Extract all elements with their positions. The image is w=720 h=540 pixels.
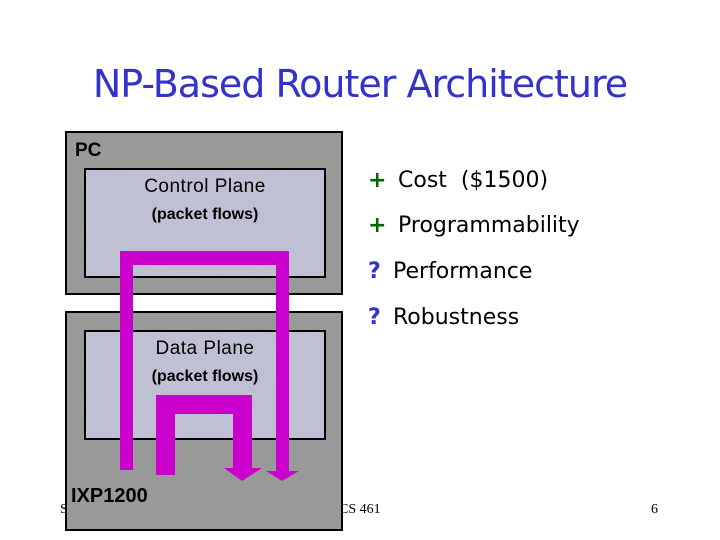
question-icon: ? (368, 305, 381, 330)
bullet-text: Cost ($1500) (398, 168, 549, 193)
bullet-text: Robustness (393, 305, 520, 330)
bullet-programmability: + Programmability (368, 213, 580, 238)
control-plane-title: Control Plane (144, 176, 266, 197)
data-plane-title: Data Plane (155, 338, 255, 359)
footer-left: S (60, 502, 68, 517)
slide-title: NP-Based Router Architecture (92, 62, 628, 106)
control-plane-subtitle: (packet flows) (151, 206, 259, 223)
bullet-cost: + Cost ($1500) (368, 168, 548, 193)
bullet-performance: ? Performance (368, 259, 532, 284)
plus-icon: + (368, 213, 387, 238)
data-plane-flow-arrow (156, 395, 262, 481)
question-icon: ? (368, 259, 381, 284)
bullet-text: Programmability (398, 213, 580, 238)
pc-label: PC (75, 140, 102, 161)
bullet-robustness: ? Robustness (368, 305, 519, 330)
bullet-text: Performance (393, 259, 533, 284)
footer-page-number: 6 (651, 502, 658, 517)
control-plane-flow-arrow (120, 251, 299, 481)
plus-icon: + (368, 168, 387, 193)
ixp1200-label: IXP1200 (71, 485, 148, 507)
footer-course: CS 461 (339, 502, 381, 517)
data-plane-subtitle: (packet flows) (151, 368, 259, 385)
